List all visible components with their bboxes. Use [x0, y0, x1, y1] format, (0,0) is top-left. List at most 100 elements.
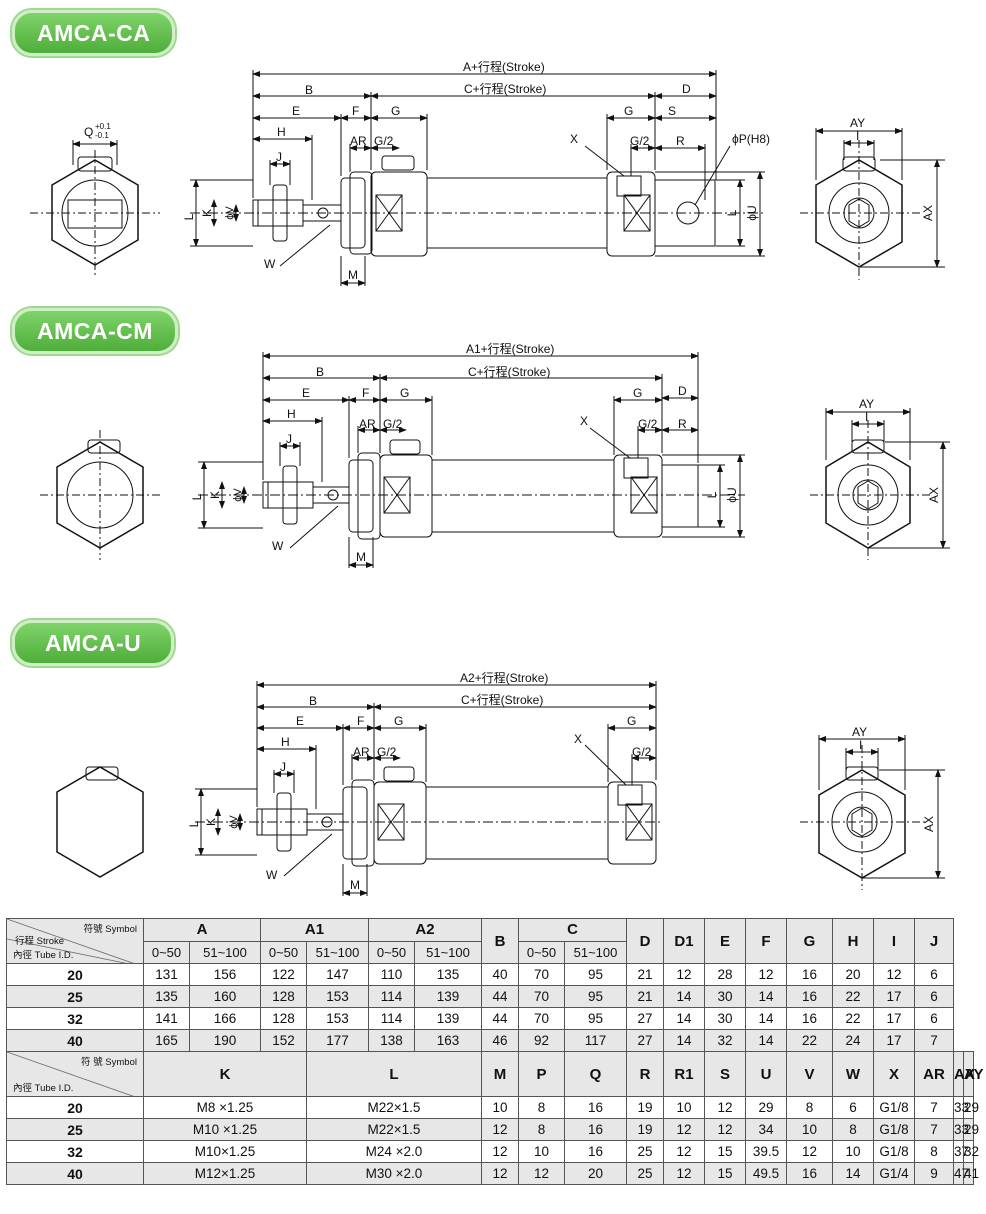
dim-g-cm: G	[400, 386, 409, 400]
table-cell: 20	[564, 1162, 627, 1185]
table-cell: 16	[564, 1118, 627, 1141]
table-cell: 114	[368, 985, 415, 1008]
table-cell: 14	[663, 985, 705, 1008]
dim-x-u: X	[574, 732, 582, 746]
table-cell: 28	[704, 963, 746, 986]
table-cell: 44	[481, 1007, 519, 1030]
table-cell: 30	[704, 985, 746, 1008]
table-cell: 12	[663, 1140, 705, 1163]
table-cell: 14	[832, 1162, 874, 1185]
table-cell: 32	[963, 1140, 979, 1163]
table-cell: 128	[260, 985, 307, 1008]
u-side-view	[195, 766, 660, 867]
table-cell: 9	[914, 1162, 954, 1185]
table-cell: 14	[663, 1029, 705, 1052]
col-v: V	[786, 1051, 833, 1097]
table-cell: 27	[626, 1007, 664, 1030]
table-cell: 70	[518, 963, 565, 986]
table-cell: 12	[873, 963, 915, 986]
table-cell: 8	[786, 1096, 833, 1119]
table-cell: 95	[564, 985, 627, 1008]
dim-c-stroke-u: C+行程(Stroke)	[461, 692, 543, 707]
col-g: G	[786, 918, 833, 964]
col-f: F	[745, 918, 787, 964]
col-ax: AX	[953, 1051, 975, 1097]
dim-ay-cm: AY	[859, 397, 874, 411]
corner2-tube: 內徑 Tube I.D.	[13, 1083, 74, 1094]
col-x: X	[873, 1051, 915, 1097]
table-cell: G1/8	[873, 1096, 915, 1119]
dim-w: W	[264, 257, 276, 271]
table-cell: 37	[953, 1140, 969, 1163]
dim-g2: G/2	[374, 134, 394, 148]
table-cell: 122	[260, 963, 307, 986]
table-cell: 70	[518, 985, 565, 1008]
cm-labels: A1+行程(Stroke) B C+行程(Stroke) D E F G G H…	[190, 341, 941, 564]
table-cell: 27	[626, 1029, 664, 1052]
ca-rear-view	[800, 128, 945, 280]
cm-rear-view	[810, 408, 950, 560]
dim-m-u: M	[350, 878, 360, 892]
table-cell: 135	[414, 963, 482, 986]
tube-id-cell: 25	[6, 985, 144, 1008]
table-cell: 190	[189, 1029, 261, 1052]
table-cell: 166	[189, 1007, 261, 1030]
table-cell: 33	[953, 1118, 969, 1141]
table-cell: 153	[306, 985, 369, 1008]
table-cell: M8 ×1.25	[143, 1096, 307, 1119]
dim-ax-u: AX	[922, 816, 936, 832]
table-cell: M22×1.5	[306, 1118, 482, 1141]
dim-g-rear: G	[624, 104, 633, 118]
dim-k-u: K	[204, 818, 218, 826]
table-cell: M22×1.5	[306, 1096, 482, 1119]
table-cell: 6	[914, 1007, 954, 1030]
col-u: U	[745, 1051, 787, 1097]
c-stroke-long: 51~100	[564, 940, 627, 964]
tube-id-cell: 20	[6, 963, 144, 986]
table-cell: 139	[414, 985, 482, 1008]
table-cell: 10	[518, 1140, 565, 1163]
tube-id-cell: 32	[6, 1007, 144, 1030]
dim-l-cm: L	[190, 493, 204, 500]
cm-side-view	[198, 439, 745, 540]
dim-f-u: F	[357, 714, 364, 728]
table-cell: 156	[189, 963, 261, 986]
dim-p: ϕP(H8)	[732, 132, 770, 146]
table-cell: 12	[663, 1118, 705, 1141]
a2-stroke-short: 0~50	[368, 940, 415, 964]
dim-g2-rear-u: G/2	[632, 745, 652, 759]
u-labels: A2+行程(Stroke) B C+行程(Stroke) E F G G H A…	[187, 670, 936, 892]
corner-symbol: 符號 Symbol	[83, 924, 137, 935]
dim-g2-rear-cm: G/2	[638, 417, 658, 431]
dim-b-u: B	[309, 694, 317, 708]
c-stroke-short: 0~50	[518, 940, 565, 964]
dim-j-u: J	[280, 760, 286, 774]
tube-id-cell: 40	[6, 1162, 144, 1185]
table-cell: 10	[786, 1118, 833, 1141]
table-cell: 7	[914, 1096, 954, 1119]
col-k: K	[143, 1051, 307, 1097]
spec-table: 符號 Symbol 行程 Stroke 內徑 Tube I.D. A A1 A2…	[6, 918, 983, 1185]
section-badge-cm: AMCA-CM	[12, 308, 178, 354]
ca-front-view	[30, 140, 160, 275]
table-cell: 160	[189, 985, 261, 1008]
table-cell: 21	[626, 963, 664, 986]
dim-g-rear-u: G	[627, 714, 636, 728]
a2-stroke-long: 51~100	[414, 940, 482, 964]
dim-h-u: H	[281, 735, 290, 749]
dim-a2-stroke: A2+行程(Stroke)	[460, 670, 548, 685]
table-cell: 16	[786, 1007, 833, 1030]
dim-q-label: Q	[84, 125, 93, 139]
table-cell: 10	[832, 1140, 874, 1163]
dim-u: ϕU	[745, 205, 759, 220]
table-cell: 16	[786, 963, 833, 986]
dim-a-stroke: A+行程(Stroke)	[463, 59, 545, 74]
table-cell: 131	[143, 963, 190, 986]
table-cell: 153	[306, 1007, 369, 1030]
dim-k-cm: K	[208, 491, 222, 499]
table-corner-header-2: 符 號 Symbol 內徑 Tube I.D.	[6, 1051, 144, 1097]
col-a2: A2	[368, 918, 482, 942]
dim-g-rear-cm: G	[633, 386, 642, 400]
